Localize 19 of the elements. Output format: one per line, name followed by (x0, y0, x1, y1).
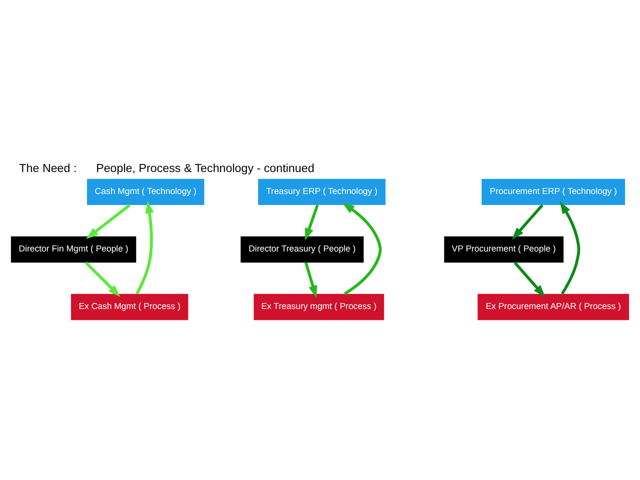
node-box: Ex Treasury mgmt ( Process ) (254, 294, 384, 320)
node-box: Treasury ERP ( Technology ) (258, 178, 386, 206)
diagram-title: The Need : People, Process & Technology - continued (19, 162, 314, 176)
node-box: Ex Cash Mgmt ( Process ) (71, 294, 188, 320)
arrow (136, 200, 154, 294)
node-box: Director Fin Mgmt ( People ) (10, 236, 136, 263)
arrow (305, 204, 319, 240)
node-box: Cash Mgmt ( Technology ) (87, 178, 204, 206)
arrow (84, 262, 120, 297)
arrow (342, 202, 382, 296)
node-box: Director Treasury ( People ) (240, 236, 364, 263)
node-box: Ex Procurement AP/AR ( Process ) (478, 294, 630, 320)
node-box: VP Procurement ( People ) (444, 236, 564, 263)
arrow (560, 201, 580, 295)
arrow (514, 262, 546, 298)
arrow (86, 204, 131, 240)
node-box: Procurement ERP ( Technology ) (482, 178, 626, 206)
arrow (512, 204, 544, 240)
arrow (304, 262, 318, 298)
